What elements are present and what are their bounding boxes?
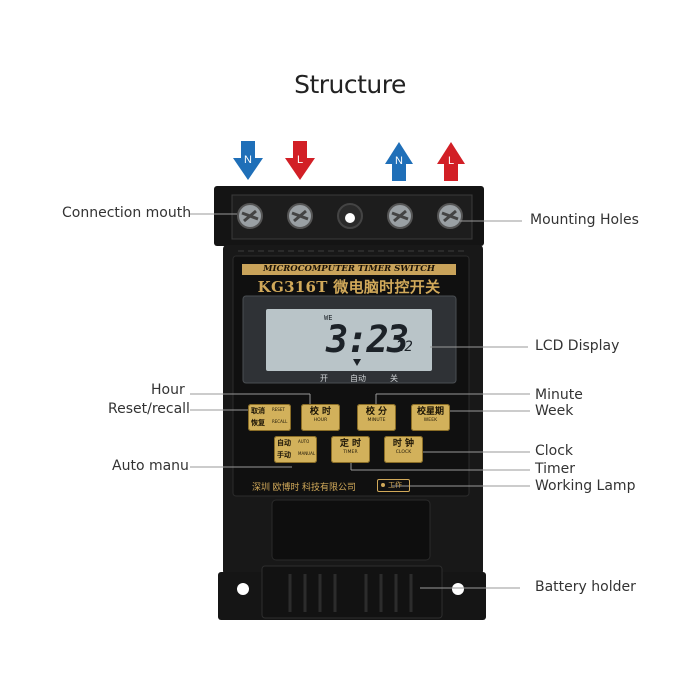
label-battery-holder: Battery holder bbox=[535, 579, 636, 595]
label-connection-mouth: Connection mouth bbox=[62, 205, 192, 221]
maker-label: 深圳 欧博时 科技有限公司 bbox=[252, 482, 357, 492]
auto-manual-button[interactable]: 自动 AUTO 手动 MANUAL bbox=[274, 436, 317, 463]
device-banner: MICROCOMPUTER TIMER SWITCH bbox=[263, 264, 435, 274]
arrow-n-in: N bbox=[233, 141, 263, 180]
week-button[interactable]: 校星期 WEEK bbox=[411, 404, 450, 431]
recall-en-label: RECALL bbox=[272, 419, 288, 424]
minute-button[interactable]: 校 分 MINUTE bbox=[357, 404, 396, 431]
page-title: Structure bbox=[294, 70, 406, 99]
timer-en-label: TIMER bbox=[343, 450, 358, 455]
lcd-display bbox=[242, 295, 457, 384]
label-timer: Timer bbox=[535, 461, 576, 477]
manual-label: 手动 bbox=[277, 451, 291, 459]
working-lamp: 工作 bbox=[377, 479, 410, 492]
terminal-screws bbox=[237, 203, 463, 229]
arrow-label: L bbox=[297, 154, 303, 166]
hour-cn-label: 校 时 bbox=[309, 407, 332, 417]
clock-en-label: CLOCK bbox=[395, 450, 412, 455]
timer-cn-label: 定 时 bbox=[339, 439, 362, 449]
arrow-l-out: L bbox=[437, 142, 465, 181]
reset-label: 取消 bbox=[251, 407, 265, 415]
reset-en-label: RESET bbox=[272, 407, 285, 412]
clock-button[interactable]: 时 钟 CLOCK bbox=[384, 436, 423, 463]
week-en-label: WEEK bbox=[423, 418, 438, 423]
label-lcd-display: LCD Display bbox=[535, 338, 620, 354]
label-auto-manu: Auto manu bbox=[112, 458, 189, 474]
label-hour: Hour bbox=[151, 382, 185, 398]
device-model: KG316T 微电脑时控开关 bbox=[257, 278, 441, 296]
label-clock: Clock bbox=[535, 443, 574, 459]
lcd-time: 3:23 bbox=[326, 318, 409, 361]
callout-lines bbox=[190, 213, 530, 589]
minute-en-label: MINUTE bbox=[367, 418, 386, 423]
lcd-indicator: WE bbox=[324, 314, 333, 322]
auto-label: 自动 bbox=[277, 439, 291, 447]
arrow-n-out: N bbox=[385, 142, 413, 181]
label-minute: Minute bbox=[535, 387, 583, 403]
arrow-l-in: L bbox=[285, 141, 315, 180]
auto-en-label: AUTO bbox=[298, 439, 310, 444]
label-mounting-holes: Mounting Holes bbox=[530, 212, 639, 228]
hour-en-label: HOUR bbox=[313, 418, 328, 423]
manual-en-label: MANUAL bbox=[298, 451, 316, 456]
minute-cn-label: 校 分 bbox=[365, 407, 388, 417]
reset-recall-button[interactable]: 取消 RESET 恢复 RECALL bbox=[248, 404, 291, 431]
arrow-label: N bbox=[395, 155, 403, 167]
hour-button[interactable]: 校 时 HOUR bbox=[301, 404, 340, 431]
timer-button[interactable]: 定 时 TIMER bbox=[331, 436, 370, 463]
battery-holder bbox=[237, 499, 464, 619]
arrow-label: L bbox=[448, 155, 454, 167]
status-auto: 自动 bbox=[350, 374, 366, 383]
label-working-lamp: Working Lamp bbox=[535, 478, 636, 494]
label-reset-recall: Reset/recall bbox=[108, 401, 190, 417]
week-cn-label: 校星期 bbox=[416, 407, 444, 417]
status-off: 关 bbox=[390, 374, 398, 383]
working-lamp-dot bbox=[381, 483, 385, 487]
working-lamp-label: 工作 bbox=[388, 482, 402, 489]
clock-cn-label: 时 钟 bbox=[392, 439, 415, 449]
status-on: 开 bbox=[320, 374, 328, 383]
recall-label: 恢复 bbox=[251, 419, 265, 427]
arrow-label: N bbox=[244, 154, 252, 166]
lcd-seconds: 22 bbox=[396, 339, 413, 355]
label-week: Week bbox=[535, 403, 574, 419]
